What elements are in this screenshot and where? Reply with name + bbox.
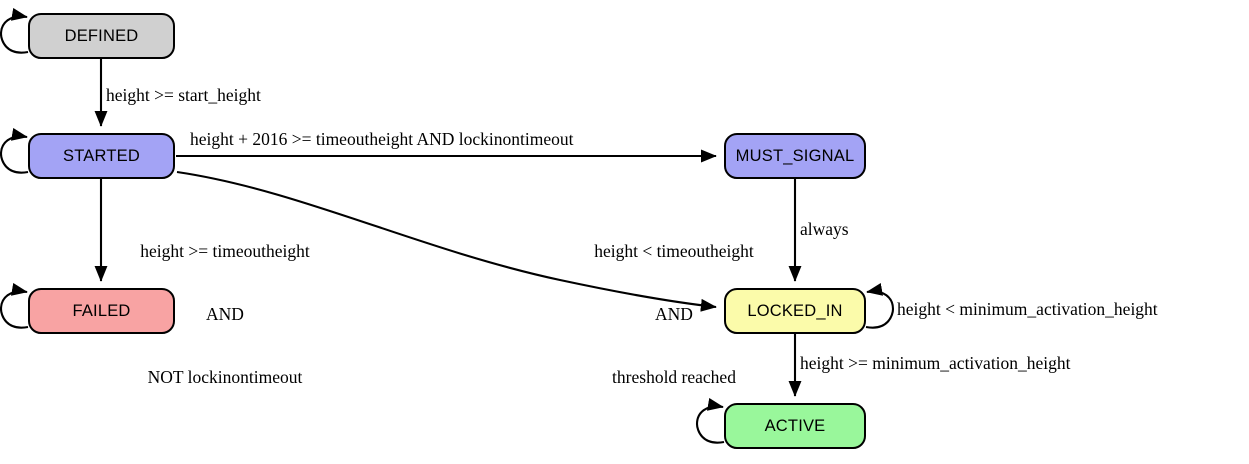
state-label-defined: DEFINED <box>64 26 139 45</box>
state-node-started[interactable]: STARTED <box>28 133 175 179</box>
edge-label-started-to-failed-line1: height >= timeoutheight <box>140 241 310 261</box>
edge-label-started-to-must-signal: height + 2016 >= timeoutheight AND locki… <box>190 129 574 149</box>
edge-label-started-to-failed-line2: AND <box>206 304 244 324</box>
state-label-active: ACTIVE <box>764 416 826 435</box>
edge-label-defined-to-started: height >= start_height <box>106 85 261 105</box>
edge-label-started-to-failed-line3: NOT lockinontimeout <box>147 367 303 387</box>
edge-label-locked-in-self: height < minimum_activation_height <box>897 299 1158 319</box>
edge-active-self <box>695 397 725 444</box>
state-label-must-signal: MUST_SIGNAL <box>735 146 855 165</box>
state-node-must-signal[interactable]: MUST_SIGNAL <box>724 133 866 179</box>
edge-label-started-to-locked-in-line2: AND <box>655 304 693 324</box>
edge-label-started-to-locked-in-line1: height < timeoutheight <box>594 241 754 261</box>
state-label-failed: FAILED <box>72 301 131 320</box>
state-node-active[interactable]: ACTIVE <box>724 403 866 449</box>
edge-failed-self <box>0 282 29 329</box>
state-label-locked-in: LOCKED_IN <box>747 301 843 320</box>
edge-started-to-locked-in <box>176 170 717 312</box>
edge-locked-in-self <box>865 282 895 329</box>
edge-label-locked-in-to-active: height >= minimum_activation_height <box>800 353 1071 373</box>
edge-label-started-to-locked-in-line3: threshold reached <box>612 367 736 387</box>
edge-label-must-signal-to-locked-in: always <box>800 219 849 239</box>
state-node-defined[interactable]: DEFINED <box>28 13 175 59</box>
edge-defined-self <box>0 7 29 54</box>
state-node-locked-in[interactable]: LOCKED_IN <box>724 288 866 334</box>
edge-label-started-to-locked-in: height < timeoutheight AND threshold rea… <box>563 199 785 430</box>
state-label-started: STARTED <box>63 146 140 165</box>
edge-label-started-to-failed: height >= timeoutheight AND NOT lockinon… <box>106 199 344 430</box>
state-node-failed[interactable]: FAILED <box>28 288 175 334</box>
edge-started-self <box>0 127 29 174</box>
